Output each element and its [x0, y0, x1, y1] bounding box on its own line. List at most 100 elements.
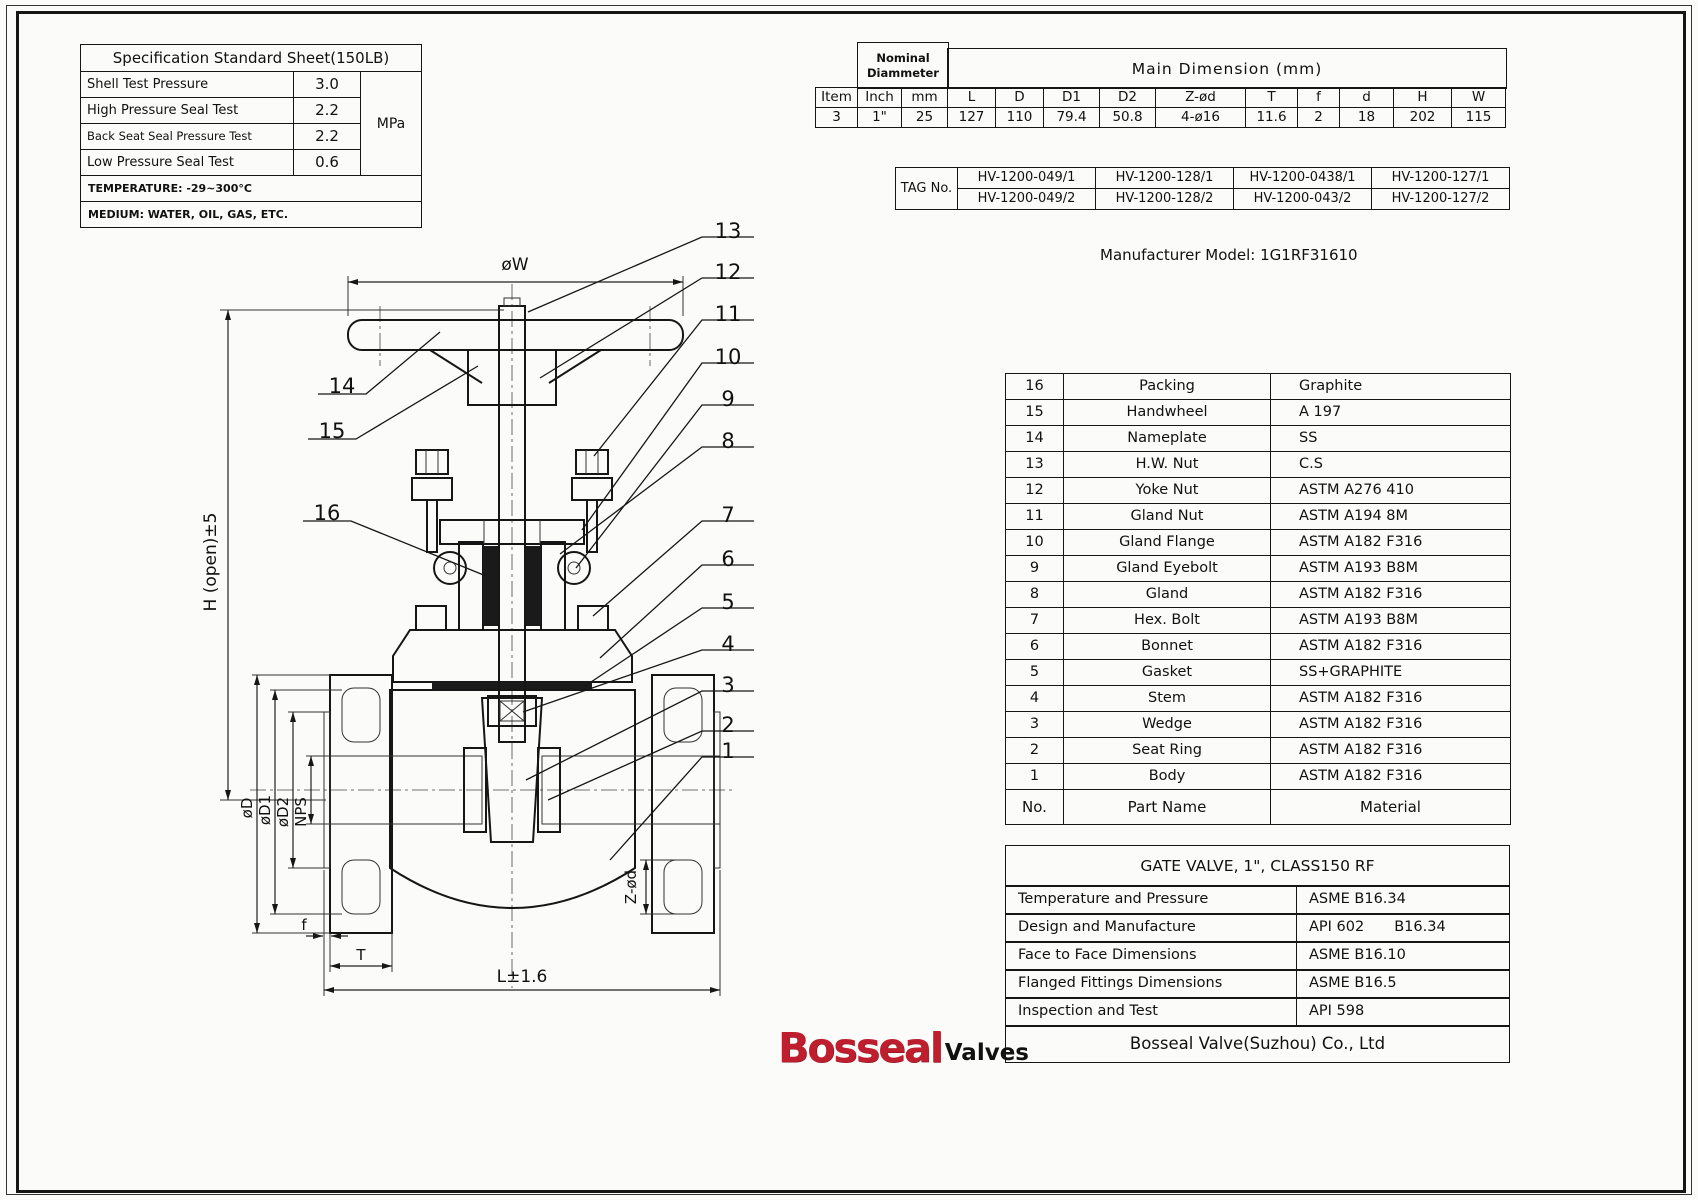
- part-no: 5: [1005, 659, 1064, 686]
- part-no: 15: [1005, 399, 1064, 426]
- part-name: Seat Ring: [1063, 737, 1271, 764]
- callout-label: 5: [721, 590, 734, 614]
- tag-row: TAG No. HV-1200-049/1 HV-1200-128/1 HV-1…: [895, 167, 1510, 210]
- spec-value: 3.0: [293, 72, 360, 97]
- bolt-slot: [341, 687, 381, 743]
- dim-val: 18: [1339, 107, 1394, 128]
- main-dimension-header: Main Dimension (mm): [947, 48, 1507, 89]
- spec-unit: MPa: [360, 72, 421, 176]
- callouts-left: 14 15 16: [303, 331, 487, 577]
- standard-value: ASME B16.34: [1296, 886, 1509, 914]
- parts-header-material: Material: [1270, 789, 1511, 825]
- part-name: Wedge: [1063, 711, 1271, 738]
- part-name: Gland Nut: [1063, 503, 1271, 530]
- dim-col: D1: [1043, 87, 1100, 108]
- dim-l: L±1.6: [323, 870, 721, 996]
- part-material: ASTM A182 F316: [1270, 633, 1511, 660]
- logo-brand-text: Bosseal: [778, 1024, 944, 1072]
- callout-label: 9: [721, 387, 734, 411]
- company-name: Bosseal Valve(Suzhou) Co., Ltd: [1005, 1024, 1510, 1063]
- part-material: ASTM A182 F316: [1270, 581, 1511, 608]
- dim-val: 202: [1393, 107, 1452, 128]
- tag-cell: HV-1200-128/2: [1095, 188, 1234, 210]
- callout-label: 4: [721, 632, 734, 656]
- tag-number-table: TAG No. HV-1200-049/1 HV-1200-128/1 HV-1…: [895, 167, 1510, 210]
- dim-label-l: L±1.6: [497, 967, 548, 987]
- spec-label: High Pressure Seal Test: [87, 103, 239, 118]
- part-no: 6: [1005, 633, 1064, 660]
- standard-row: Flanged Fittings Dimensions ASME B16.5: [1005, 969, 1510, 999]
- handwheel-flange: [347, 319, 684, 351]
- outlet-flange: [651, 674, 715, 934]
- dim-col: W: [1451, 87, 1506, 108]
- inlet-flange: [329, 674, 393, 934]
- callout-label: 7: [721, 503, 734, 527]
- tag-cell: HV-1200-127/1: [1371, 167, 1510, 189]
- tag-cell: HV-1200-127/2: [1371, 188, 1510, 210]
- part-name: Yoke Nut: [1063, 477, 1271, 504]
- part-material: ASTM A194 8M: [1270, 503, 1511, 530]
- callout-label: 13: [715, 220, 742, 243]
- standard-value-extra: B16.34: [1394, 919, 1446, 936]
- parts-header-row: No. Part Name Material: [1005, 789, 1511, 825]
- part-no: 3: [1005, 711, 1064, 738]
- dim-label-f: f: [301, 916, 307, 934]
- gland-eyebolt-eye: [557, 551, 591, 585]
- part-no: 11: [1005, 503, 1064, 530]
- bolt-slot: [663, 859, 703, 915]
- hex-bolt: [577, 605, 609, 631]
- spec-row: High Pressure Seal Test 2.2: [81, 98, 360, 124]
- dim-col: H: [1393, 87, 1452, 108]
- dim-diameters: øD øD1 øD2 NPS: [238, 674, 342, 934]
- callout-label: 10: [715, 345, 742, 369]
- dim-val: 25: [901, 107, 948, 128]
- callout-label: 1: [721, 739, 734, 763]
- spec-value: 0.6: [293, 150, 360, 175]
- tag-cell: HV-1200-0438/1: [1233, 167, 1372, 189]
- spec-label: Shell Test Pressure: [87, 77, 209, 92]
- dim-col: L: [947, 87, 996, 108]
- spec-temperature: TEMPERATURE: -29~300°C: [81, 176, 421, 202]
- dim-val: 2: [1297, 107, 1340, 128]
- standard-label: Design and Manufacture: [1018, 919, 1196, 936]
- part-name: Handwheel: [1063, 399, 1271, 426]
- dim-val: 4-ø16: [1155, 107, 1246, 128]
- main-dimension-table: Item Inch mm L D D1 D2 Z-ød T f d H W 3 …: [815, 87, 1506, 128]
- part-material: Graphite: [1270, 373, 1511, 400]
- spec-row: Low Pressure Seal Test 0.6: [81, 150, 360, 176]
- callout-label: 3: [721, 673, 734, 697]
- part-no: 16: [1005, 373, 1064, 400]
- dim-col: D: [995, 87, 1044, 108]
- callout-label: 2: [721, 713, 734, 737]
- part-material: C.S: [1270, 451, 1511, 478]
- spec-row: Shell Test Pressure 3.0: [81, 72, 360, 98]
- part-no: 7: [1005, 607, 1064, 634]
- spec-medium: MEDIUM: WATER, OIL, GAS, ETC.: [88, 208, 288, 221]
- dim-val: 79.4: [1043, 107, 1100, 128]
- sheet-inner-border: [16, 11, 1686, 1193]
- nominal-diameter-header: Nominal Diammeter: [857, 42, 949, 89]
- gland-flange: [439, 519, 585, 545]
- callout-label: 11: [715, 302, 742, 326]
- dimension-header-row: Item Inch mm L D D1 D2 Z-ød T f d H W: [815, 87, 1506, 108]
- part-name: Gland Eyebolt: [1063, 555, 1271, 582]
- wedge: [480, 697, 544, 843]
- standard-row: Inspection and Test API 598: [1005, 997, 1510, 1027]
- part-material: ASTM A182 F316: [1270, 685, 1511, 712]
- stuffing-box-wall: [458, 541, 484, 631]
- part-material: ASTM A182 F316: [1270, 763, 1511, 790]
- dim-val: 50.8: [1099, 107, 1156, 128]
- spec-value: 2.2: [293, 98, 360, 123]
- part-name: Bonnet: [1063, 633, 1271, 660]
- tag-row: HV-1200-049/2 HV-1200-128/2 HV-1200-043/…: [896, 188, 1510, 210]
- dim-col: Item: [815, 87, 858, 108]
